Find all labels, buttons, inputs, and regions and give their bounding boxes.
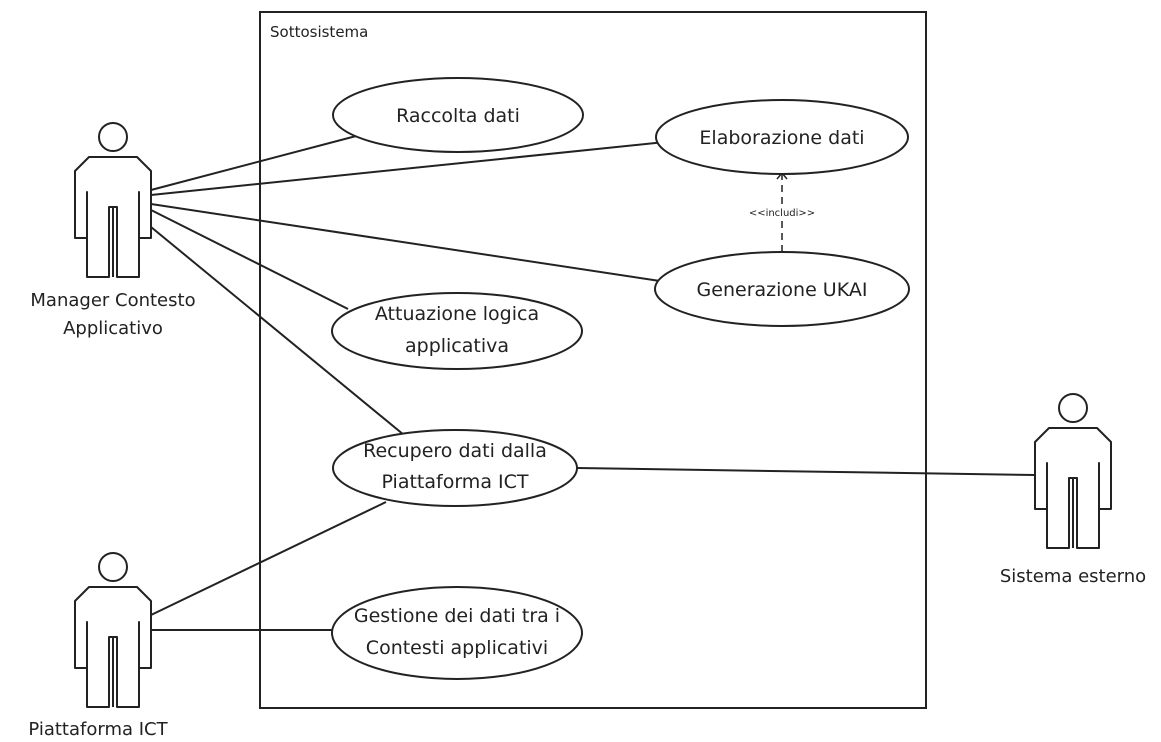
use-case-gestione-dati[interactable]: Gestione dei dati tra i Contesti applica… <box>331 586 583 680</box>
system-title: Sottosistema <box>270 23 368 41</box>
use-case-generazione-ukai[interactable]: Generazione UKAI <box>654 251 910 327</box>
use-case-label-line2: Piattaforma ICT <box>382 471 529 493</box>
assoc-manager-generazione <box>150 203 661 282</box>
include-dependency: <<includi>> <box>738 171 826 252</box>
use-case-raccolta-dati[interactable]: Raccolta dati <box>332 77 584 153</box>
actor-manager-contesto-applicativo[interactable]: Manager Contesto Applicativo <box>30 122 196 339</box>
associations <box>150 134 1036 631</box>
use-case-label: Raccolta dati <box>396 105 520 127</box>
use-case-label: Generazione UKAI <box>697 279 868 301</box>
actor-label-line1: Manager Contesto <box>30 290 195 311</box>
actor-sistema-esterno[interactable]: Sistema esterno <box>1000 393 1146 587</box>
actor-label: Piattaforma ICT <box>28 719 168 740</box>
use-case-attuazione-logica[interactable]: Attuazione logica applicativa <box>331 292 583 370</box>
actor-piattaforma-ict[interactable]: Piattaforma ICT <box>28 552 169 740</box>
actor-icon <box>1034 393 1112 549</box>
actor-label: Sistema esterno <box>1000 566 1146 587</box>
use-case-recupero-dati[interactable]: Recupero dati dalla Piattaforma ICT <box>332 429 578 507</box>
actor-icon <box>74 552 152 708</box>
actor-label-line2: Applicativo <box>63 318 163 339</box>
use-case-label-line1: Recupero dati dalla <box>363 440 547 462</box>
assoc-manager-attuazione <box>150 209 349 310</box>
actor-icon <box>74 122 152 278</box>
use-case-elaborazione-dati[interactable]: Elaborazione dati <box>655 99 909 175</box>
use-case-label-line2: Contesti applicativi <box>366 637 548 659</box>
system-boundary: Sottosistema <box>259 11 927 709</box>
assoc-piattaforma-recupero <box>150 501 387 616</box>
use-case-label-line1: Attuazione logica <box>375 303 539 325</box>
assoc-recupero-esterno <box>576 467 1036 476</box>
assoc-manager-raccolta <box>150 134 361 191</box>
assoc-manager-elaborazione <box>150 141 666 196</box>
include-label: <<includi>> <box>749 208 815 219</box>
assoc-manager-recupero <box>150 226 405 436</box>
use-case-label-line2: applicativa <box>405 335 509 357</box>
use-case-label-line1: Gestione dei dati tra i <box>354 605 560 627</box>
use-case-label: Elaborazione dati <box>699 127 864 149</box>
